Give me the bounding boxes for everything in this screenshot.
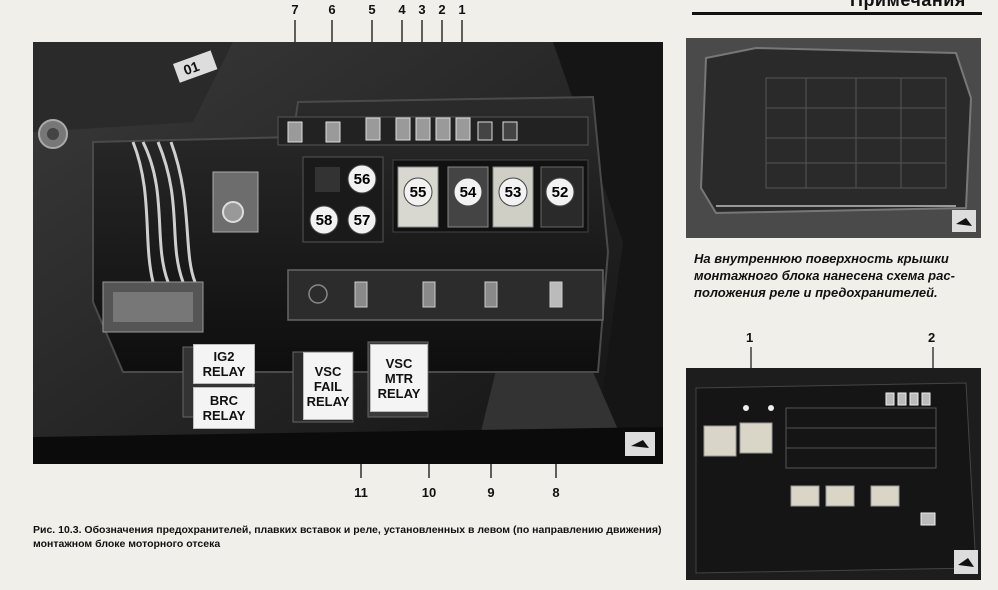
callout-9: 9 xyxy=(487,485,495,500)
callout-6: 6 xyxy=(328,2,336,17)
svg-text:58: 58 xyxy=(316,212,333,229)
svg-text:56: 56 xyxy=(354,171,371,188)
callout-10: 10 xyxy=(421,485,437,500)
callout-8: 8 xyxy=(552,485,560,500)
callout-3: 3 xyxy=(418,2,426,17)
relay-label-ig2: IG2 RELAY xyxy=(193,344,255,384)
callout-11: 11 xyxy=(354,485,368,500)
fuse-circle-55: 55 xyxy=(403,177,433,207)
housing-marker-text: 01 xyxy=(181,58,201,78)
callout-4: 4 xyxy=(398,2,406,17)
svg-text:52: 52 xyxy=(552,184,569,201)
callout-1: 1 xyxy=(458,2,466,17)
camera-icon xyxy=(954,550,978,574)
relay-label-vsc-fail: VSC FAIL RELAY xyxy=(303,352,353,420)
relay-label-vsc-mtr: VSC MTR RELAY xyxy=(370,344,428,412)
fuse-box-photo: 01 56 58 57 55 54 53 52 xyxy=(33,42,663,464)
figure-caption: Рис. 10.3. Обозначения предохранителей, … xyxy=(33,524,662,550)
cover-drawing xyxy=(686,38,981,238)
fuse-circle-54: 54 xyxy=(453,177,483,207)
callout-2: 2 xyxy=(438,2,446,17)
svg-text:55: 55 xyxy=(410,184,427,201)
fuse-circle-57: 57 xyxy=(347,205,377,235)
fuse-circle-52: 52 xyxy=(545,177,575,207)
header-rule xyxy=(692,12,982,15)
detail-photo xyxy=(686,368,981,580)
svg-text:57: 57 xyxy=(354,212,371,229)
svg-text:54: 54 xyxy=(460,184,477,201)
fuse-circle-58: 58 xyxy=(309,205,339,235)
relay-label-brc: BRC RELAY xyxy=(193,387,255,429)
fuse-circle-56: 56 xyxy=(347,164,377,194)
cover-photo xyxy=(686,38,981,238)
detail-callout-1: 1 xyxy=(746,330,754,345)
detail-callout-2: 2 xyxy=(928,330,936,345)
camera-icon xyxy=(625,432,655,456)
callout-5: 5 xyxy=(368,2,376,17)
svg-text:53: 53 xyxy=(505,184,522,201)
camera-icon xyxy=(952,210,976,232)
cover-caption: На внутреннюю поверхность крышки монтажн… xyxy=(694,251,955,300)
page-section-title: Примечания xyxy=(850,0,966,10)
detail-drawing xyxy=(686,368,981,580)
fuse-circle-53: 53 xyxy=(498,177,528,207)
callout-7: 7 xyxy=(291,2,299,17)
